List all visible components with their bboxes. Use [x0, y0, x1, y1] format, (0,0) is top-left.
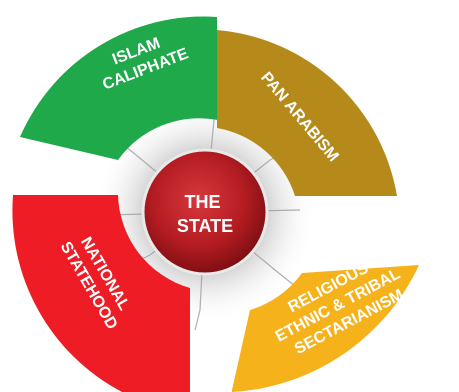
- segment-national-statehood: [12, 195, 191, 392]
- center-label-line1: THE: [184, 192, 220, 212]
- segment-religious-sectarianism: [232, 265, 419, 392]
- segment-islam-caliphate: [20, 16, 218, 161]
- center-label-line2: STATE: [177, 216, 233, 236]
- center-circle: [141, 148, 269, 276]
- segment-pan-arabism: [217, 30, 397, 196]
- center-label: THE STATE: [177, 192, 233, 236]
